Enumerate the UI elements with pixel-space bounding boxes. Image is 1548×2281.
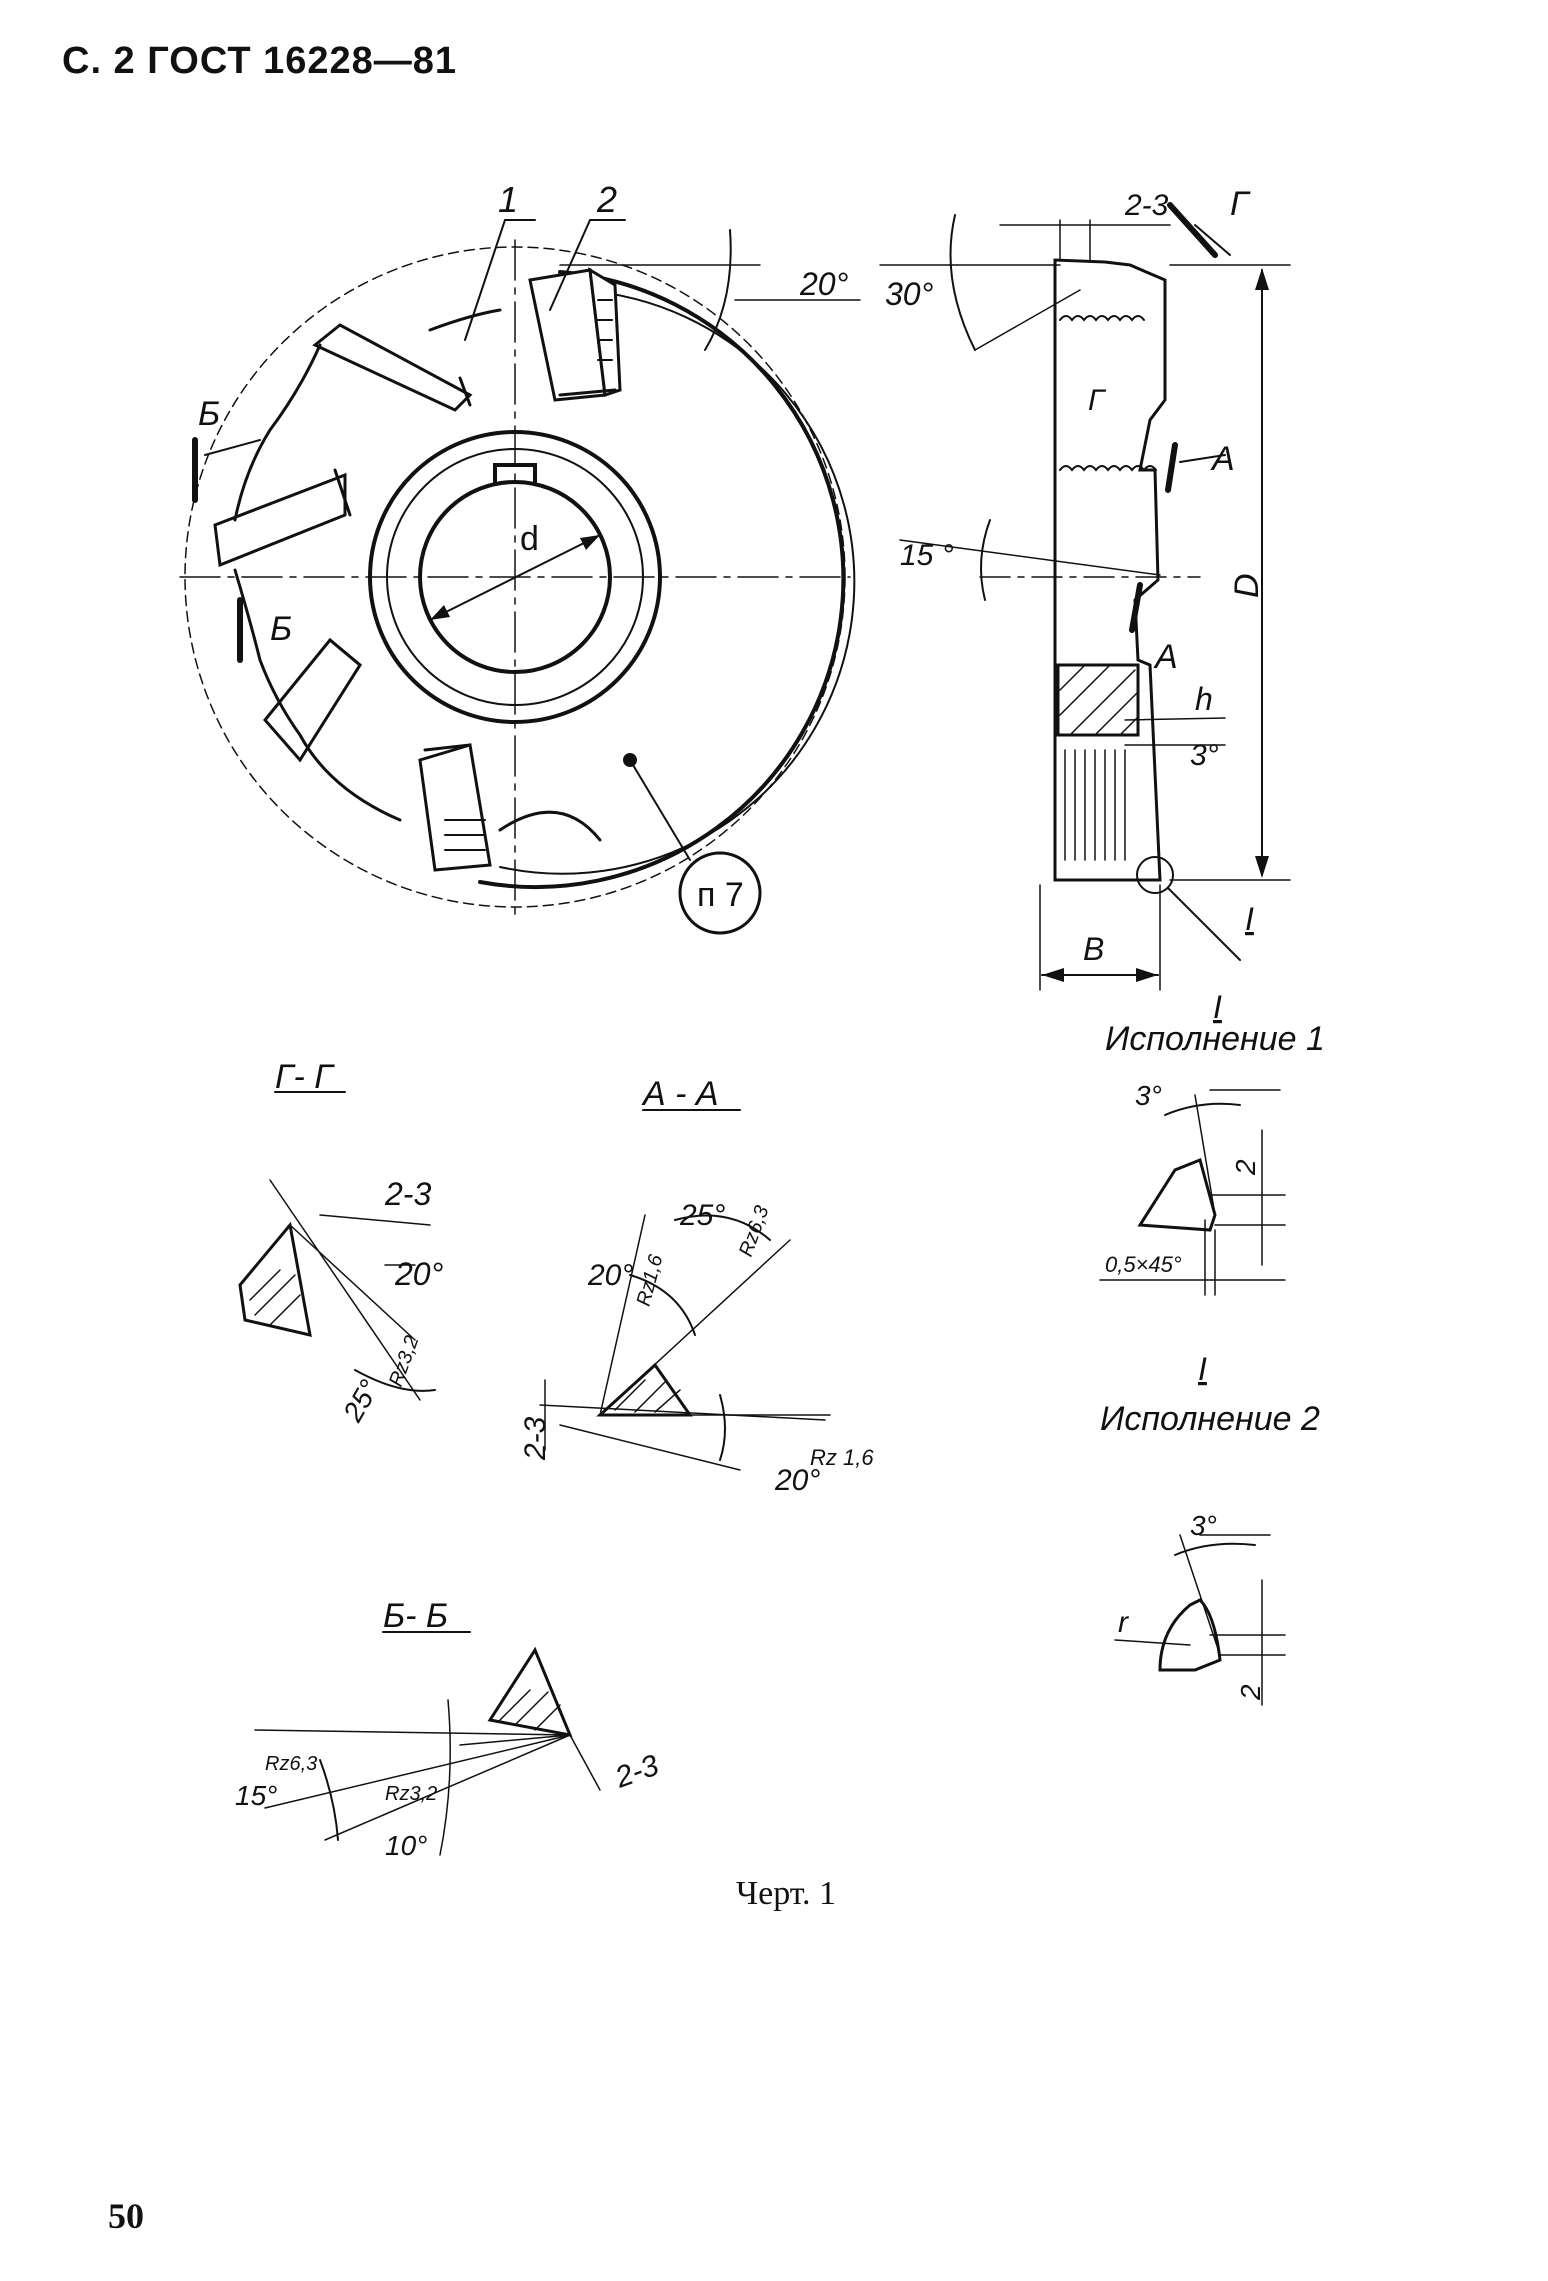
angle-label: 3° <box>1135 1080 1162 1111</box>
callout-1: 1 <box>498 179 518 220</box>
dim-label: 2-3 <box>519 1416 552 1461</box>
angle-15-arc <box>980 519 991 601</box>
callout-2: 2 <box>596 179 617 220</box>
angle-20-arc <box>704 229 732 351</box>
angle-label: 20° <box>394 1256 444 1292</box>
angle-label: 10° <box>385 1830 427 1861</box>
dim-label: 2 <box>1230 1159 1261 1176</box>
section-title: А - А <box>641 1075 719 1113</box>
note-circle <box>678 851 762 935</box>
section-bb <box>254 1631 601 1856</box>
angle-label: 15 ° <box>900 539 954 572</box>
note-dot <box>623 753 637 767</box>
detail-title: Исполнение 2 <box>1100 1400 1320 1438</box>
angle-label: 20° <box>774 1464 820 1497</box>
dim-label: 2 <box>1235 1684 1266 1701</box>
roughness-label: Rz1,6 <box>633 1252 668 1309</box>
roughness-label: Rz6,3 <box>735 1203 774 1260</box>
angle-label: 15° <box>235 1780 277 1811</box>
angle-label: 3° <box>1190 739 1219 772</box>
angle-label: 25° <box>679 1199 725 1232</box>
section-label: Г <box>1088 384 1107 417</box>
arrow-head <box>580 535 600 550</box>
section-label: А <box>1210 440 1235 478</box>
bore-circle <box>418 480 612 674</box>
page-header: С. 2 ГОСТ 16228—81 <box>62 40 458 82</box>
detail-mark: I <box>1213 989 1222 1025</box>
section-label: Г <box>1230 185 1251 223</box>
body-outline <box>478 270 846 890</box>
leader-1 <box>464 219 506 341</box>
dim-label: 2-3 <box>610 1749 663 1795</box>
side-view <box>879 202 1291 991</box>
roughness-label: Rz3,2 <box>385 1333 424 1390</box>
roughness-label: Rz3,2 <box>385 1783 437 1805</box>
section-a-mark <box>1165 442 1178 493</box>
section-g-mark <box>1167 202 1218 258</box>
arrow-head <box>430 605 450 620</box>
angle-label: 20° <box>799 266 849 302</box>
roughness-label: Rz 1,6 <box>810 1445 874 1470</box>
angle-label: 20° <box>587 1259 633 1292</box>
detail-mark: I <box>1198 1351 1207 1387</box>
body-inner-outline <box>499 289 856 875</box>
hub-step-ring <box>386 448 644 706</box>
angle-30-arc <box>949 214 976 351</box>
detail-label: I <box>1245 901 1254 937</box>
blade-bottom <box>418 743 492 872</box>
bore-diameter-line <box>429 534 601 621</box>
detail-variant-2 <box>1114 1534 1286 1706</box>
angle-label: 25° <box>337 1374 386 1427</box>
blade-lower-left <box>263 637 362 763</box>
main-view <box>179 219 861 935</box>
section-aa <box>539 1109 831 1471</box>
dim-label: 2-3 <box>384 1176 431 1212</box>
angle-label: 30° <box>885 276 934 312</box>
roughness-label: Rz6,3 <box>265 1753 317 1775</box>
chamfer-label: 0,5×45° <box>1105 1252 1182 1277</box>
section-label: Б <box>270 610 292 648</box>
side-profile <box>1053 258 1167 882</box>
note-label: п 7 <box>697 876 744 914</box>
section-label: Б <box>198 395 220 433</box>
blade-upper-left <box>312 308 502 412</box>
diameter-label: d <box>520 520 539 558</box>
tooth-gullets <box>233 343 602 842</box>
figure-caption: Черт. 1 <box>736 1875 837 1912</box>
section-gg <box>238 1091 436 1401</box>
page-number: 50 <box>108 2196 144 2236</box>
hub-outer-ring <box>368 430 662 724</box>
angle-label: 3° <box>1190 1510 1217 1541</box>
blade-top <box>528 267 622 402</box>
section-title: Б- Б <box>383 1597 448 1635</box>
detail-title: Исполнение 1 <box>1105 1020 1325 1058</box>
section-label: А <box>1153 638 1178 676</box>
dim-label: D <box>1228 573 1266 598</box>
section-a-mark-2 <box>1129 582 1143 633</box>
dim-label: h <box>1195 681 1213 717</box>
dim-label: 2-3 <box>1124 189 1169 222</box>
detail-circle <box>1136 856 1174 894</box>
blade-left <box>213 468 352 568</box>
section-title: Г- Г <box>275 1058 335 1096</box>
dim-label: B <box>1083 931 1104 967</box>
keyway <box>493 463 537 486</box>
radius-label: r <box>1118 1606 1129 1639</box>
detail-variant-1 <box>1099 1089 1286 1296</box>
